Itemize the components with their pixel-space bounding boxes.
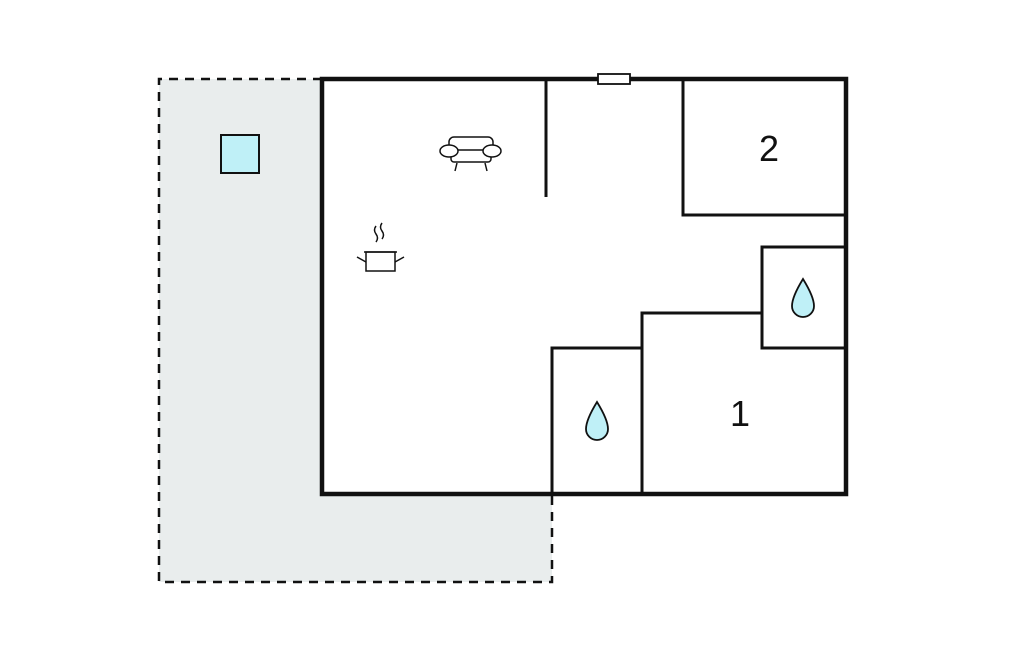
room-number-2: 2	[759, 128, 779, 169]
water-drop-icon	[791, 277, 815, 318]
cooking-pot-icon	[356, 222, 405, 272]
pool-icon	[220, 134, 260, 174]
sofa-icon	[439, 136, 502, 172]
interior-walls	[544, 79, 846, 494]
terrace	[157, 77, 554, 584]
water-drop-icon	[585, 400, 609, 441]
house-outline	[319, 76, 849, 497]
room-number-1: 1	[730, 393, 750, 434]
window-icon	[597, 73, 631, 85]
